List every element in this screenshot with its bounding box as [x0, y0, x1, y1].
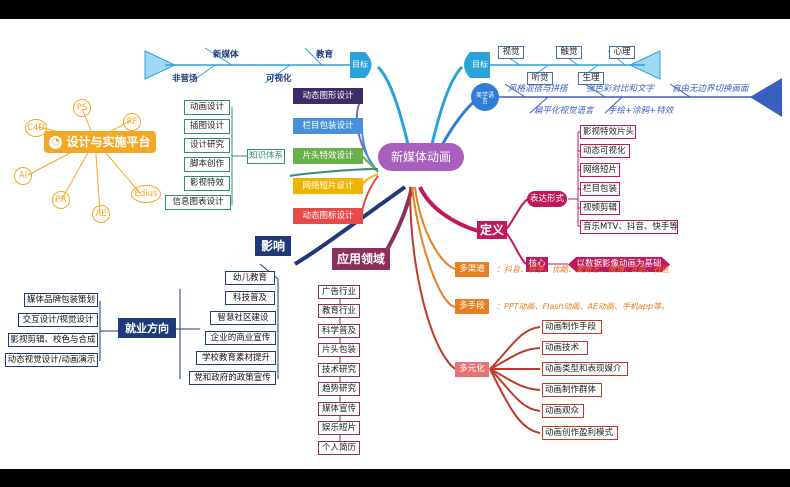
application-item-2: 教育行业 [318, 304, 360, 318]
goal-head: 目标 [472, 60, 488, 69]
application-item-4: 片头包装 [318, 343, 360, 357]
application-item-6: 趋势研究 [318, 382, 360, 396]
goal-item-5: 生理 [578, 72, 604, 85]
mission-item-1: 新媒体 [213, 50, 239, 60]
influence-item-1: 幼儿教育 [225, 271, 275, 285]
influence-item-4: 企业的商业宣传 [205, 331, 276, 345]
diversity-item-4: 动画制作群体 [542, 383, 602, 397]
goal-item-1: 视觉 [498, 46, 524, 59]
channels-text: ：抖音、快手、优酷、爱奇艺、微博、B站、社区 [496, 265, 670, 274]
career-item-2: 交互设计/视觉设计 [18, 313, 98, 327]
diversity-item-6: 动画创作盈利模式 [542, 426, 618, 440]
application-item-3: 科学普及 [318, 324, 360, 338]
form-item-6: 音乐MTV、抖音、快手等 [580, 220, 678, 234]
form-item-3: 网络短片 [580, 163, 620, 177]
channels-head: 多渠道 [455, 262, 489, 277]
aesthetics-fish-tail [750, 78, 782, 117]
form-item-1: 影视特效片头 [580, 125, 636, 139]
influence-item-5: 学校教育素材提升 [196, 351, 276, 365]
aesthetics-item-3: 自由无边界切换画面 [672, 84, 749, 94]
rss-icon: ◔ [49, 135, 63, 149]
application-item-8: 娱乐短片 [318, 421, 360, 435]
knowledge-item-5: 影视特效 [184, 176, 230, 191]
definition-core-head: 核心 [526, 257, 548, 272]
means-text: ：PPT动画、Flash动画、AE动画、手机app等。 [496, 302, 670, 311]
mission-item-4: 可视化 [266, 74, 292, 84]
influence-head: 影响 [255, 236, 291, 256]
aesthetics-item-5: 手绘+涂鸦+特效 [608, 106, 674, 116]
center-topic: 新媒体动画 [378, 143, 464, 171]
tool-ps: PS [73, 99, 91, 117]
aesthetics-head: 美学语言 [476, 92, 495, 105]
tool-rf: RF [123, 113, 141, 131]
platform-title: 设计与实施平台 [66, 135, 151, 149]
application-item-7: 媒体宣传 [318, 402, 360, 416]
definition-head: 定义 [477, 221, 507, 239]
knowledge-item-4: 脚本创作 [184, 157, 230, 172]
form-item-4: 栏目包装 [580, 182, 620, 196]
influence-item-3: 智慧社区建设 [210, 311, 276, 325]
application-item-9: 个人简历 [318, 441, 360, 455]
application-head: 应用领域 [332, 248, 390, 270]
goal-item-3: 心理 [609, 46, 635, 59]
goal-item-4: 听觉 [527, 72, 553, 85]
aesthetics-item-2: 强色彩对比和文字 [586, 84, 655, 94]
career-head: 就业方向 [118, 318, 176, 338]
aesthetics-item-4: 扁平化视觉语言 [534, 106, 594, 116]
diversity-item-5: 动画观众 [542, 404, 584, 418]
form-item-2: 动态可视化 [580, 144, 630, 158]
influence-item-2: 科技普及 [225, 291, 275, 305]
mission-fish-tail [144, 50, 177, 80]
platform-title-box: ◔ 设计与实施平台 [44, 131, 156, 153]
module-4: 网络短片设计 [293, 178, 363, 194]
tool-edius: Edius [131, 185, 161, 203]
diversity-head: 多元化 [455, 362, 489, 377]
module-2: 栏目包装设计 [293, 118, 363, 134]
mission-item-2: 教育 [316, 50, 334, 60]
influence-item-6: 党和政府的政策宣传 [189, 371, 276, 385]
tool-ae: AE [92, 205, 110, 223]
career-item-4: 动态视觉设计/动画演示 [5, 353, 98, 367]
module-3: 片头特效设计 [293, 148, 363, 164]
tool-ai: AI [14, 167, 32, 185]
means-head: 多手段 [455, 299, 489, 314]
career-item-1: 媒体品牌包装策划 [24, 293, 98, 307]
module-5: 动态图标设计 [293, 208, 363, 224]
goal-item-2: 触觉 [556, 46, 582, 59]
knowledge-item-2: 插图设计 [184, 119, 230, 134]
form-item-5: 视频剪辑 [580, 201, 620, 215]
diversity-item-2: 动画技术 [542, 341, 588, 355]
aesthetics-item-1: 风格混搭与拼搭 [508, 84, 568, 94]
diversity-item-3: 动画类型和表现媒介 [542, 362, 628, 376]
slide-canvas: 新媒体 教育 非营场 可视化 目标 目标 视觉 触觉 心理 听觉 生理 美学语言… [0, 19, 790, 469]
tool-pr: PR [52, 191, 70, 209]
knowledge-head: 知识体系 [247, 149, 285, 164]
knowledge-item-3: 设计研究 [184, 138, 230, 153]
application-item-5: 技术研究 [318, 363, 360, 377]
knowledge-item-6: 信息图表设计 [165, 195, 231, 210]
mission-head: 目标 [352, 60, 368, 69]
module-1: 动态图形设计 [293, 88, 363, 104]
career-item-3: 影视剪辑、校色与合成 [8, 333, 98, 347]
definition-core-text: 以数据影像动画为基础 [568, 257, 670, 272]
diversity-item-1: 动画制作手段 [542, 320, 602, 334]
knowledge-item-1: 动画设计 [184, 100, 230, 115]
application-item-1: 广告行业 [318, 285, 360, 299]
tool-c4d: C4D [25, 119, 47, 137]
definition-form-head: 表达形式 [527, 191, 567, 207]
mission-item-3: 非营场 [172, 74, 198, 84]
